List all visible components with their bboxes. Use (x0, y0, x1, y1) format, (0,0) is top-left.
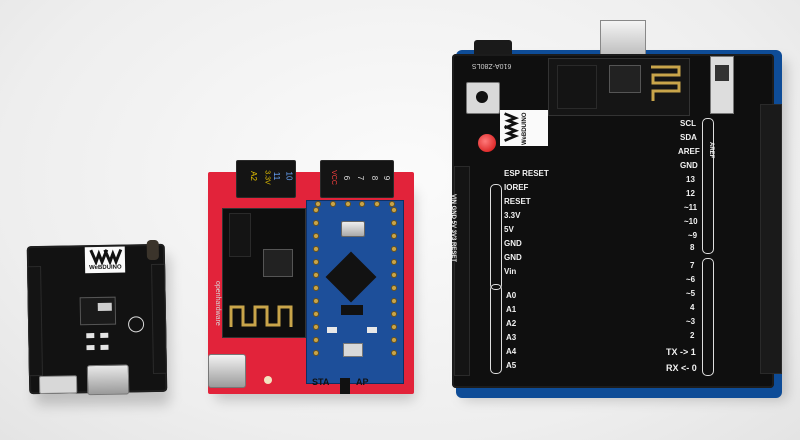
slide-switch (710, 56, 734, 114)
pin-label: A0 (506, 291, 517, 300)
sta-label: STA (312, 377, 330, 387)
smd-part (97, 302, 112, 311)
pin-label: GND (504, 253, 522, 262)
esp-pin-header (557, 65, 597, 109)
crystal (341, 221, 365, 237)
logo-text: WeBDUINO (522, 112, 528, 145)
reset-button (466, 82, 500, 114)
left-board: WeBDUINO (26, 239, 168, 396)
pin-label: 8 (690, 243, 695, 252)
pin-label: SDA (680, 133, 697, 142)
smd-part (100, 332, 109, 338)
mode-switch (340, 378, 350, 394)
header-label: 11 (272, 171, 282, 181)
pin-label: ~6 (686, 275, 696, 284)
mcu-chip (325, 251, 377, 303)
pin-label: 5V (504, 225, 514, 234)
header-label: 7 (356, 175, 366, 181)
pro-mini-board (306, 200, 404, 384)
smd-part (341, 305, 363, 315)
mount-hole (264, 376, 272, 384)
smd-part (327, 327, 337, 333)
antenna-trace-icon (229, 305, 293, 327)
power-switch (38, 375, 78, 395)
right-header-strip (151, 263, 167, 375)
logo-text: WeBDUINO (89, 264, 122, 272)
pin-label: ~9 (688, 231, 698, 240)
top-right-header (320, 160, 394, 198)
pin-label: A5 (506, 361, 517, 370)
header-label: A2 (248, 171, 258, 181)
pin-label: IOREF (504, 183, 529, 192)
pin-label: TX -> 1 (666, 347, 696, 357)
esp-chip (609, 65, 641, 93)
pin-label: ~5 (686, 289, 696, 298)
red-led (478, 134, 496, 152)
esp-pin-header (229, 213, 251, 257)
smd-part (367, 327, 377, 333)
pin-label: RX <- 0 (666, 363, 697, 373)
smd-part (86, 333, 95, 339)
ap-label: AP (356, 377, 369, 387)
pin-label: 4 (690, 303, 695, 312)
pin-label: 2 (690, 331, 695, 340)
smd-part (100, 344, 109, 350)
digital-pin-outline-bottom (702, 258, 714, 376)
top-left-header (236, 160, 296, 198)
antenna-trace-icon (651, 65, 681, 101)
wm-logo-icon (89, 249, 123, 267)
wifi-module-label: openhardware (214, 281, 221, 326)
pin-column-right (389, 207, 399, 377)
pin-label: RESET (504, 197, 531, 206)
header-label: 3.3V (263, 170, 271, 185)
pin-label: A2 (506, 319, 517, 328)
pin-label: 12 (686, 189, 695, 198)
silk-circle (127, 316, 145, 333)
pin-label: ESP RESET (504, 169, 549, 178)
smd-part (86, 345, 95, 351)
pin-label: A4 (506, 347, 517, 356)
pin-label: 7 (690, 261, 695, 270)
pin-label: GND (680, 161, 698, 170)
analog-pin-outline (490, 284, 502, 374)
pin-label: AREF (678, 147, 700, 156)
wm-logo-icon (504, 112, 520, 142)
pin-column-left (311, 207, 321, 377)
esp-chip (263, 249, 293, 277)
usb-port (208, 354, 246, 388)
pin-label: 3.3V (504, 211, 521, 220)
header-label: 10 (284, 171, 294, 181)
digital-pin-outline-top (702, 118, 714, 254)
pin-row-top (311, 201, 399, 209)
esp-socket (548, 58, 690, 116)
pin-label: ~3 (686, 317, 696, 326)
middle-board: A2 3.3V 11 10 VCC 6 7 8 9 openhardware (208, 160, 414, 394)
left-header-strip (454, 166, 470, 376)
reset-button (343, 343, 363, 357)
webduino-shield: 610A-Z80LS WeBDUINO VIN GN (450, 54, 782, 388)
usb-port (86, 364, 130, 396)
pin-label: A3 (506, 333, 517, 342)
side-vertical-text: VIN GND 5V 3V3 RESET (450, 194, 456, 263)
pin-label: SCL (680, 119, 696, 128)
header-label: 6 (342, 175, 352, 181)
pin-label: Vin (504, 267, 517, 276)
right-header-strip (760, 104, 782, 374)
pin-label: ~11 (684, 203, 698, 212)
webduino-logo: WeBDUINO (84, 246, 126, 274)
webduino-logo: WeBDUINO (500, 110, 548, 146)
aref-label: AREF (708, 142, 714, 159)
pin-label: ~10 (684, 217, 698, 226)
pin-label: 13 (686, 175, 695, 184)
esp8266-module: openhardware (214, 208, 306, 338)
pin-label: GND (504, 239, 522, 248)
header-label: 9 (382, 175, 392, 181)
pin-label: A1 (506, 305, 517, 314)
top-code: 610A-Z80LS (472, 62, 512, 69)
header-label: 8 (370, 175, 380, 181)
left-header-strip (27, 265, 43, 377)
header-label: VCC (329, 170, 337, 185)
photo-sensor (146, 239, 159, 261)
